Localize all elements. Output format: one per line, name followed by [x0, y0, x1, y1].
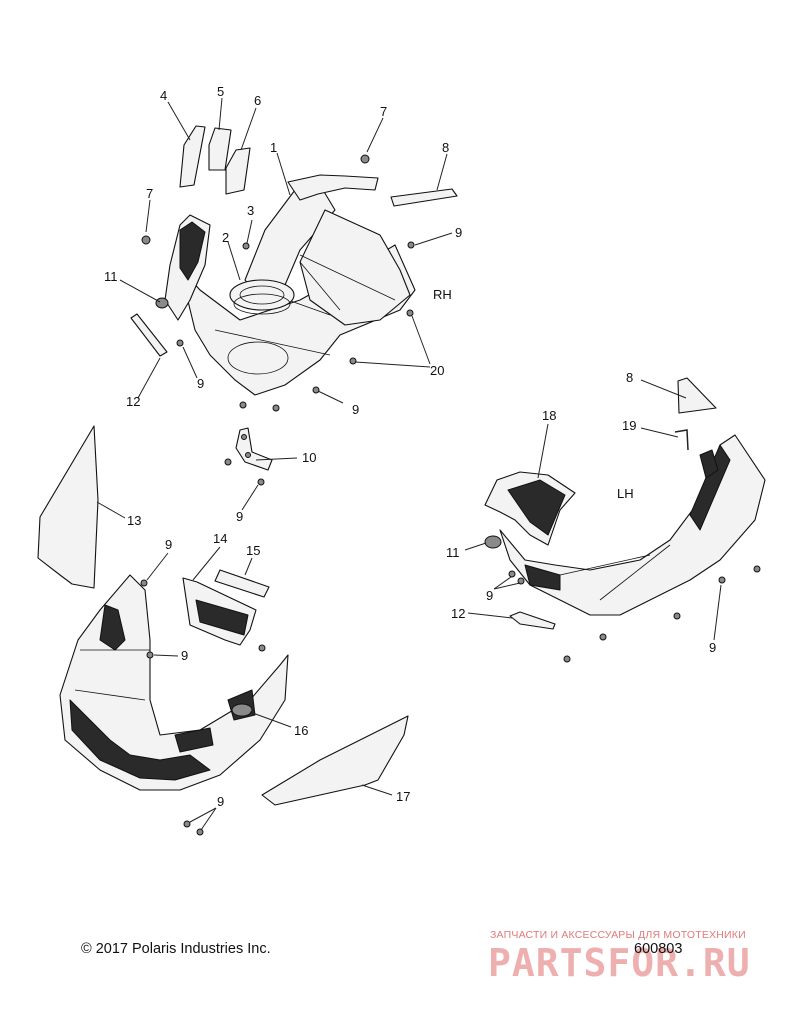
fastener-low-a [239, 401, 247, 409]
part-8-wedge-lh [677, 377, 717, 414]
callout-10: 10 [302, 450, 316, 465]
part-17-panel [261, 715, 409, 806]
callout-13: 13 [127, 513, 141, 528]
callout-9-a: 9 [197, 376, 204, 391]
callout-5: 5 [217, 84, 224, 99]
callout-15: 15 [246, 543, 260, 558]
upper-assembly-rh [130, 125, 458, 412]
diagram-number: 600803 [634, 941, 683, 957]
part-19-pin [674, 429, 689, 451]
fastener-9b [312, 386, 320, 394]
callout-labels: 4 5 6 7 1 8 7 3 9 2 11 RH 20 9 12 9 10 9… [104, 84, 716, 809]
callout-9-e: 9 [181, 648, 188, 663]
part-13-panel [37, 425, 99, 589]
callout-3: 3 [247, 203, 254, 218]
callout-19: 19 [622, 418, 636, 433]
fastener-9g [183, 820, 191, 828]
lower-front-assembly [59, 574, 289, 836]
vent-hole [227, 341, 289, 375]
part-6-trim [225, 147, 251, 195]
callout-16: 16 [294, 723, 308, 738]
callout-12-lh: 12 [451, 606, 465, 621]
part-11-grommet-a [155, 297, 169, 309]
part-10-bracket [224, 427, 273, 486]
callout-1: 1 [270, 140, 277, 155]
callout-7-left: 7 [146, 186, 153, 201]
fastener-9c [257, 478, 265, 486]
callout-9-lh-b: 9 [709, 640, 716, 655]
side-lh: LH [617, 486, 634, 501]
part-11-grommet-lh [484, 535, 502, 549]
fastener-9e [146, 651, 154, 659]
callout-2: 2 [222, 230, 229, 245]
callout-9-c: 9 [236, 509, 243, 524]
fastener-9a [176, 339, 184, 347]
part-4-trim [179, 125, 206, 188]
callout-9-b: 9 [352, 402, 359, 417]
watermark-subtitle: ЗАПЧАСТИ И АКСЕССУАРЫ ДЛЯ МОТОТЕХНИКИ [490, 929, 746, 941]
watermark-brand: PARTSFOR.RU [488, 941, 751, 985]
callout-11-lh: 11 [446, 545, 460, 560]
callout-20: 20 [430, 363, 444, 378]
lh-assembly [484, 377, 766, 663]
fastener-9-rh [407, 241, 415, 249]
fastener-3 [242, 242, 250, 250]
part-12-latch-lh [509, 611, 556, 630]
callout-12-rh: 12 [126, 394, 140, 409]
fastener-7b [141, 235, 151, 245]
fastener-9f [258, 644, 266, 652]
callout-9-rh: 9 [455, 225, 462, 240]
part-5-trim [208, 127, 232, 171]
part-2-ring [229, 279, 295, 311]
part-8-strip [390, 188, 458, 207]
callout-8-rh: 8 [442, 140, 449, 155]
callout-8-lh: 8 [626, 370, 633, 385]
leader-lines [96, 97, 722, 831]
part-12-latch-a [130, 313, 168, 357]
fastener-9h [196, 828, 204, 836]
callout-9-lh-a: 9 [486, 588, 493, 603]
callout-9-f: 9 [217, 794, 224, 809]
fastener-9d [140, 579, 148, 587]
callout-6: 6 [254, 93, 261, 108]
lh-main-body [499, 434, 766, 616]
callout-14: 14 [213, 531, 227, 546]
fastener-7a [360, 154, 370, 164]
callout-4: 4 [160, 88, 167, 103]
callout-7-top: 7 [380, 104, 387, 119]
copyright-text: © 2017 Polaris Industries Inc. [81, 941, 271, 957]
part-1-bracket [287, 174, 379, 201]
fastener-low-b [272, 404, 280, 412]
fastener-20a [406, 309, 414, 317]
callout-9-d: 9 [165, 537, 172, 552]
callout-17: 17 [396, 789, 410, 804]
callout-18: 18 [542, 408, 556, 423]
callout-11-rh: 11 [104, 269, 118, 284]
part-1-side-wall [299, 209, 411, 326]
fastener-20b [349, 357, 357, 365]
side-rh: RH [433, 287, 452, 302]
part-14-part-15 [182, 569, 270, 646]
